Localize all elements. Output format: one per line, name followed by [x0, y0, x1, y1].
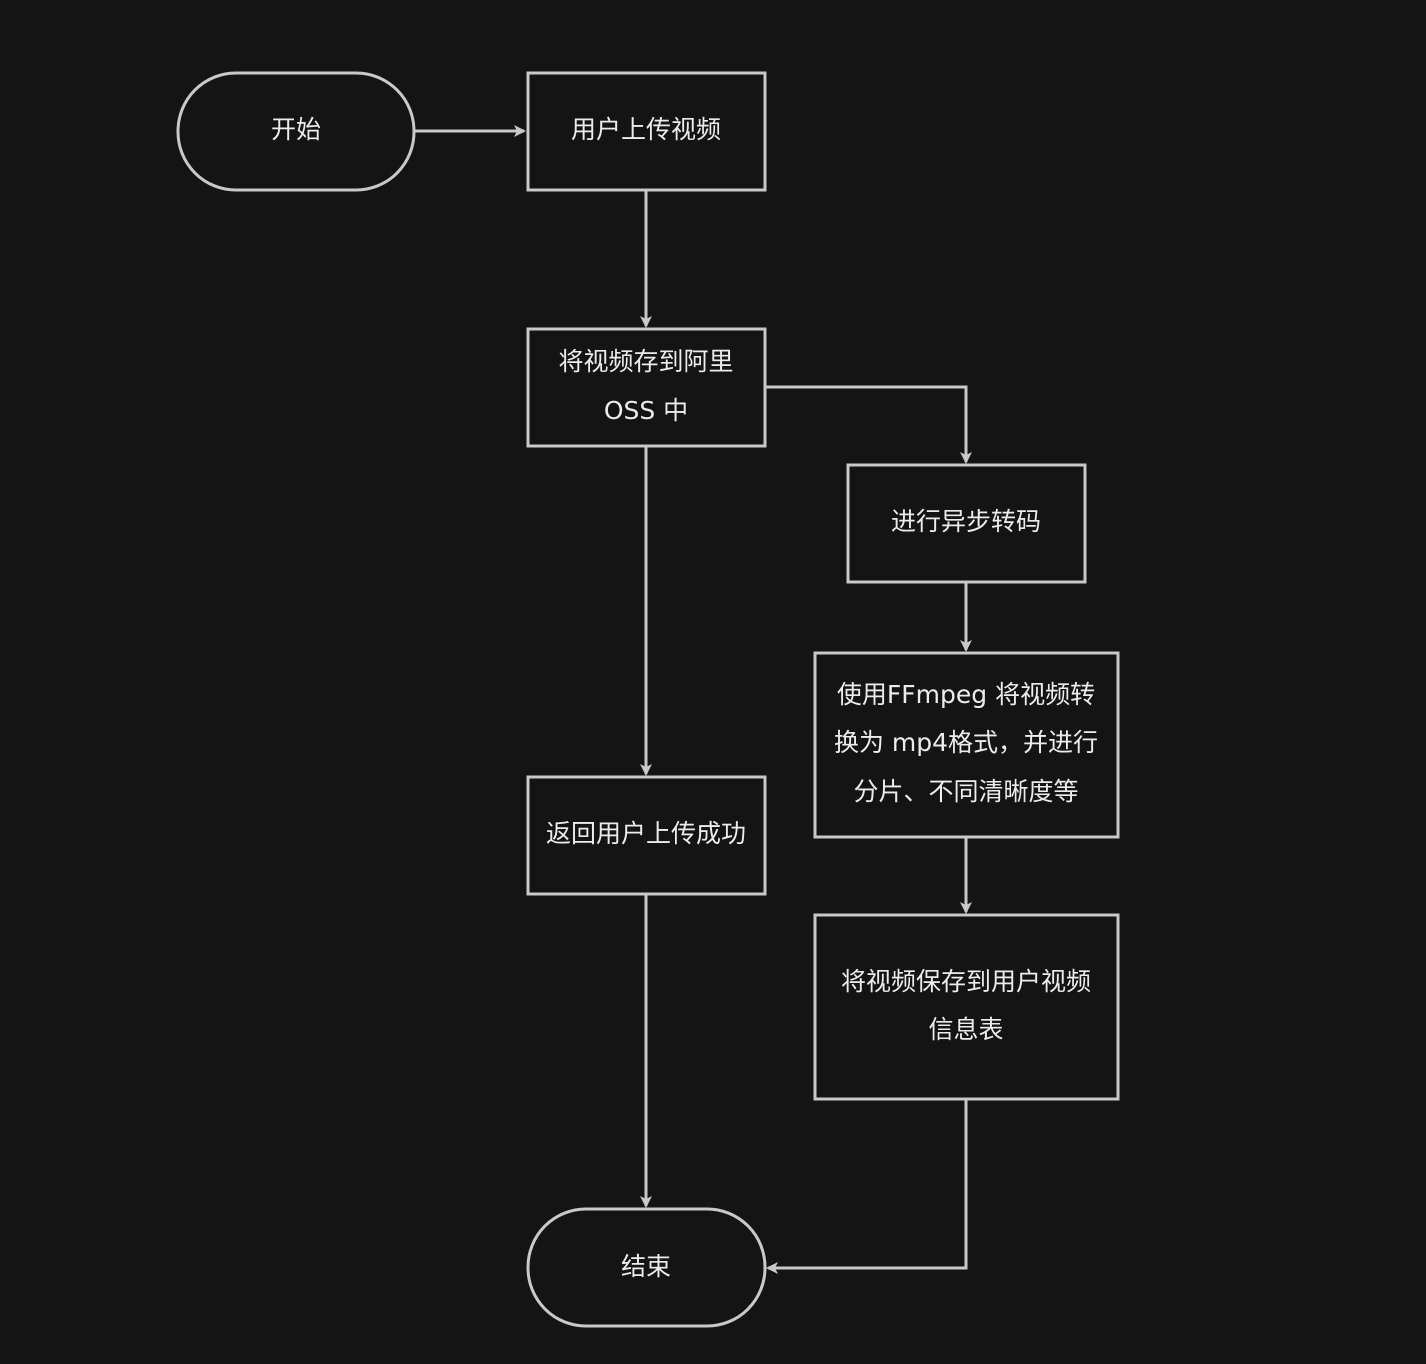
node-end: 结束 — [526, 1207, 767, 1328]
node-save-label-2: 信息表 — [928, 1015, 1003, 1044]
node-ffmpeg-label-1: 使用FFmpeg 将视频转 — [837, 680, 1095, 709]
node-oss-label-1: 将视频存到阿里 — [558, 347, 733, 376]
node-transcode: 进行异步转码 — [846, 463, 1087, 584]
node-start: 开始 — [176, 71, 416, 192]
edge-oss-to-transcode — [765, 385, 972, 464]
node-end-label: 结束 — [621, 1252, 671, 1281]
node-ffmpeg: 使用FFmpeg 将视频转 换为 mp4格式，并进行 分片、不同清晰度等 — [813, 651, 1120, 839]
node-save: 将视频保存到用户视频 信息表 — [813, 913, 1120, 1101]
node-ffmpeg-label-2: 换为 mp4格式，并进行 — [834, 728, 1098, 757]
node-start-label: 开始 — [271, 115, 321, 144]
node-upload: 用户上传视频 — [526, 71, 767, 192]
node-ffmpeg-label-3: 分片、不同清晰度等 — [853, 777, 1078, 806]
node-transcode-label: 进行异步转码 — [891, 507, 1041, 536]
node-oss: 将视频存到阿里 OSS 中 — [526, 327, 767, 448]
edge-save-to-end — [766, 1099, 968, 1274]
node-save-label-1: 将视频保存到用户视频 — [841, 967, 1091, 996]
node-return-label: 返回用户上传成功 — [546, 819, 746, 848]
node-upload-label: 用户上传视频 — [571, 115, 721, 144]
node-return: 返回用户上传成功 — [526, 775, 767, 896]
node-oss-label-2: OSS 中 — [604, 396, 688, 425]
